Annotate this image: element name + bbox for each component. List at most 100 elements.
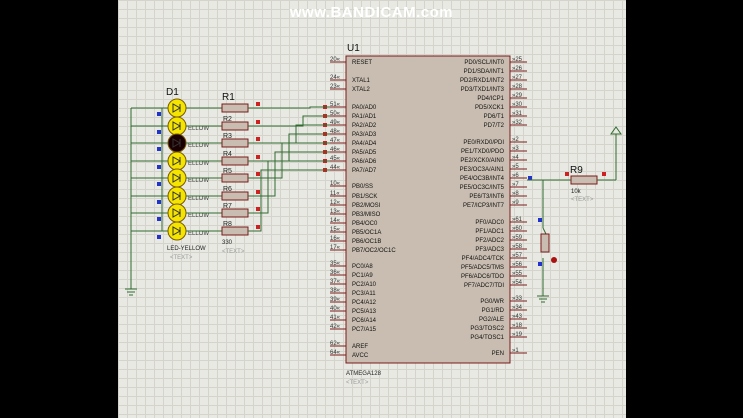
switch-button-icon[interactable] xyxy=(551,257,557,263)
pin-name: PE4/OC3B/INT4 xyxy=(460,176,505,182)
pin-number: 23« xyxy=(330,84,341,90)
mcu-pin-reset[interactable]: 20«RESET xyxy=(330,57,372,66)
led-icon[interactable] xyxy=(167,133,187,153)
mcu-pin-pa1-ad1[interactable]: 50«PA1/AD1 xyxy=(330,111,377,120)
mcu-pin-pb5-oc1a[interactable]: 15«PB5/OC1A xyxy=(330,227,381,236)
resistor-body[interactable] xyxy=(221,208,249,218)
pin-name: PA7/AD7 xyxy=(352,168,377,174)
pin-number: »8 xyxy=(512,191,519,197)
mcu-pin-pc6-a14[interactable]: 41«PC6/A14 xyxy=(330,315,377,324)
pin-name: PB6/OC1B xyxy=(352,239,381,245)
led-partial-label: ELLOW xyxy=(188,126,209,132)
r9-body[interactable] xyxy=(570,175,598,185)
mcu-pin-pc1-a9[interactable]: 36«PC1/A9 xyxy=(330,270,373,279)
mcu-pin-pb0-ss[interactable]: 10«PB0/SS xyxy=(330,181,373,190)
mcu-pin-pc2-a10[interactable]: 37«PC2/A10 xyxy=(330,279,377,288)
led-icon[interactable] xyxy=(167,151,187,171)
mcu-pin-xtal1[interactable]: 24«XTAL1 xyxy=(330,75,371,84)
resistor-partial-label: R3 xyxy=(223,133,232,140)
led-partial-label: ELLOW xyxy=(188,231,209,237)
resistor-body[interactable] xyxy=(221,173,249,183)
mcu-pin-pb3-miso[interactable]: 13«PB3/MISO xyxy=(330,209,381,218)
resistor-body[interactable] xyxy=(221,103,249,113)
resistor-body[interactable] xyxy=(221,191,249,201)
mcu-pin-pc7-a15[interactable]: 42«PC7/A15 xyxy=(330,324,377,333)
resistor-body[interactable] xyxy=(221,121,249,131)
mcu-pin-pa7-ad7[interactable]: 44«PA7/AD7 xyxy=(330,165,377,174)
pin-state-dot xyxy=(565,172,569,176)
pin-name: PA1/AD1 xyxy=(352,114,377,120)
pin-name: PD1/SDA/INT1 xyxy=(464,69,505,75)
led-icon[interactable] xyxy=(167,221,187,241)
pin-number: »33 xyxy=(512,296,523,302)
pin-number: 20« xyxy=(330,57,341,63)
mcu-pin-avcc[interactable]: 64«AVCC xyxy=(330,350,369,359)
mcu-pin-pb7-oc2-oc1c[interactable]: 17«PB7/OC2/OC1C xyxy=(330,245,396,254)
led-icon[interactable] xyxy=(167,203,187,223)
mcu-pin-pa6-ad6[interactable]: 45«PA6/AD6 xyxy=(330,156,377,165)
led-icon[interactable] xyxy=(167,98,187,118)
resistor-body[interactable] xyxy=(221,138,249,148)
mcu-pin-pa3-ad3[interactable]: 48«PA3/AD3 xyxy=(330,129,377,138)
switch-body[interactable] xyxy=(540,233,550,253)
mcu-pin-xtal2[interactable]: 23«XTAL2 xyxy=(330,84,371,93)
led-icon[interactable] xyxy=(167,168,187,188)
mcu-pin-pb4-oc0[interactable]: 14«PB4/OC0 xyxy=(330,218,378,227)
mcu-pin-pb6-oc1b[interactable]: 16«PB6/OC1B xyxy=(330,236,381,245)
mcu-pin-pc0-a8[interactable]: 35«PC0/A8 xyxy=(330,261,373,270)
pin-name: PE0/RXD0/PDI xyxy=(463,140,504,146)
led-icon[interactable] xyxy=(167,186,187,206)
mcu-pin-pa2-ad2[interactable]: 49«PA2/AD2 xyxy=(330,120,377,129)
resistor-ref: R1 xyxy=(222,92,235,103)
ground-symbol-left xyxy=(125,108,137,296)
mcu-pin-pb2-mosi[interactable]: 12«PB2/MOSI xyxy=(330,200,381,209)
mcu-pin-pc3-a11[interactable]: 38«PC3/A11 xyxy=(330,288,376,297)
pin-number: »4 xyxy=(512,155,519,161)
mcu-pin-pa4-ad4[interactable]: 47«PA4/AD4 xyxy=(330,138,377,147)
mcu-body[interactable] xyxy=(345,55,511,364)
resistor-body[interactable] xyxy=(221,226,249,236)
mcu-pin-pc4-a12[interactable]: 39«PC4/A12 xyxy=(330,297,377,306)
led-partial-label: ELLOW xyxy=(188,213,209,219)
mcu-pin-pa0-ad0[interactable]: 51«PA0/AD0 xyxy=(330,102,377,111)
mcu-pin-pa5-ad5[interactable]: 46«PA5/AD5 xyxy=(330,147,377,156)
mcu-pin-pc5-a13[interactable]: 40«PC5/A13 xyxy=(330,306,377,315)
mcu-pin-pb1-sck[interactable]: 11«PB1/SCK xyxy=(330,191,377,200)
mcu-pin-aref[interactable]: 62«AREF xyxy=(330,341,368,350)
pin-name: PE6/T3/INT6 xyxy=(469,194,504,200)
pin-state-dot xyxy=(256,190,260,194)
pin-number: »6 xyxy=(512,173,519,179)
led-icon[interactable] xyxy=(167,116,187,136)
resistor-body[interactable] xyxy=(221,156,249,166)
